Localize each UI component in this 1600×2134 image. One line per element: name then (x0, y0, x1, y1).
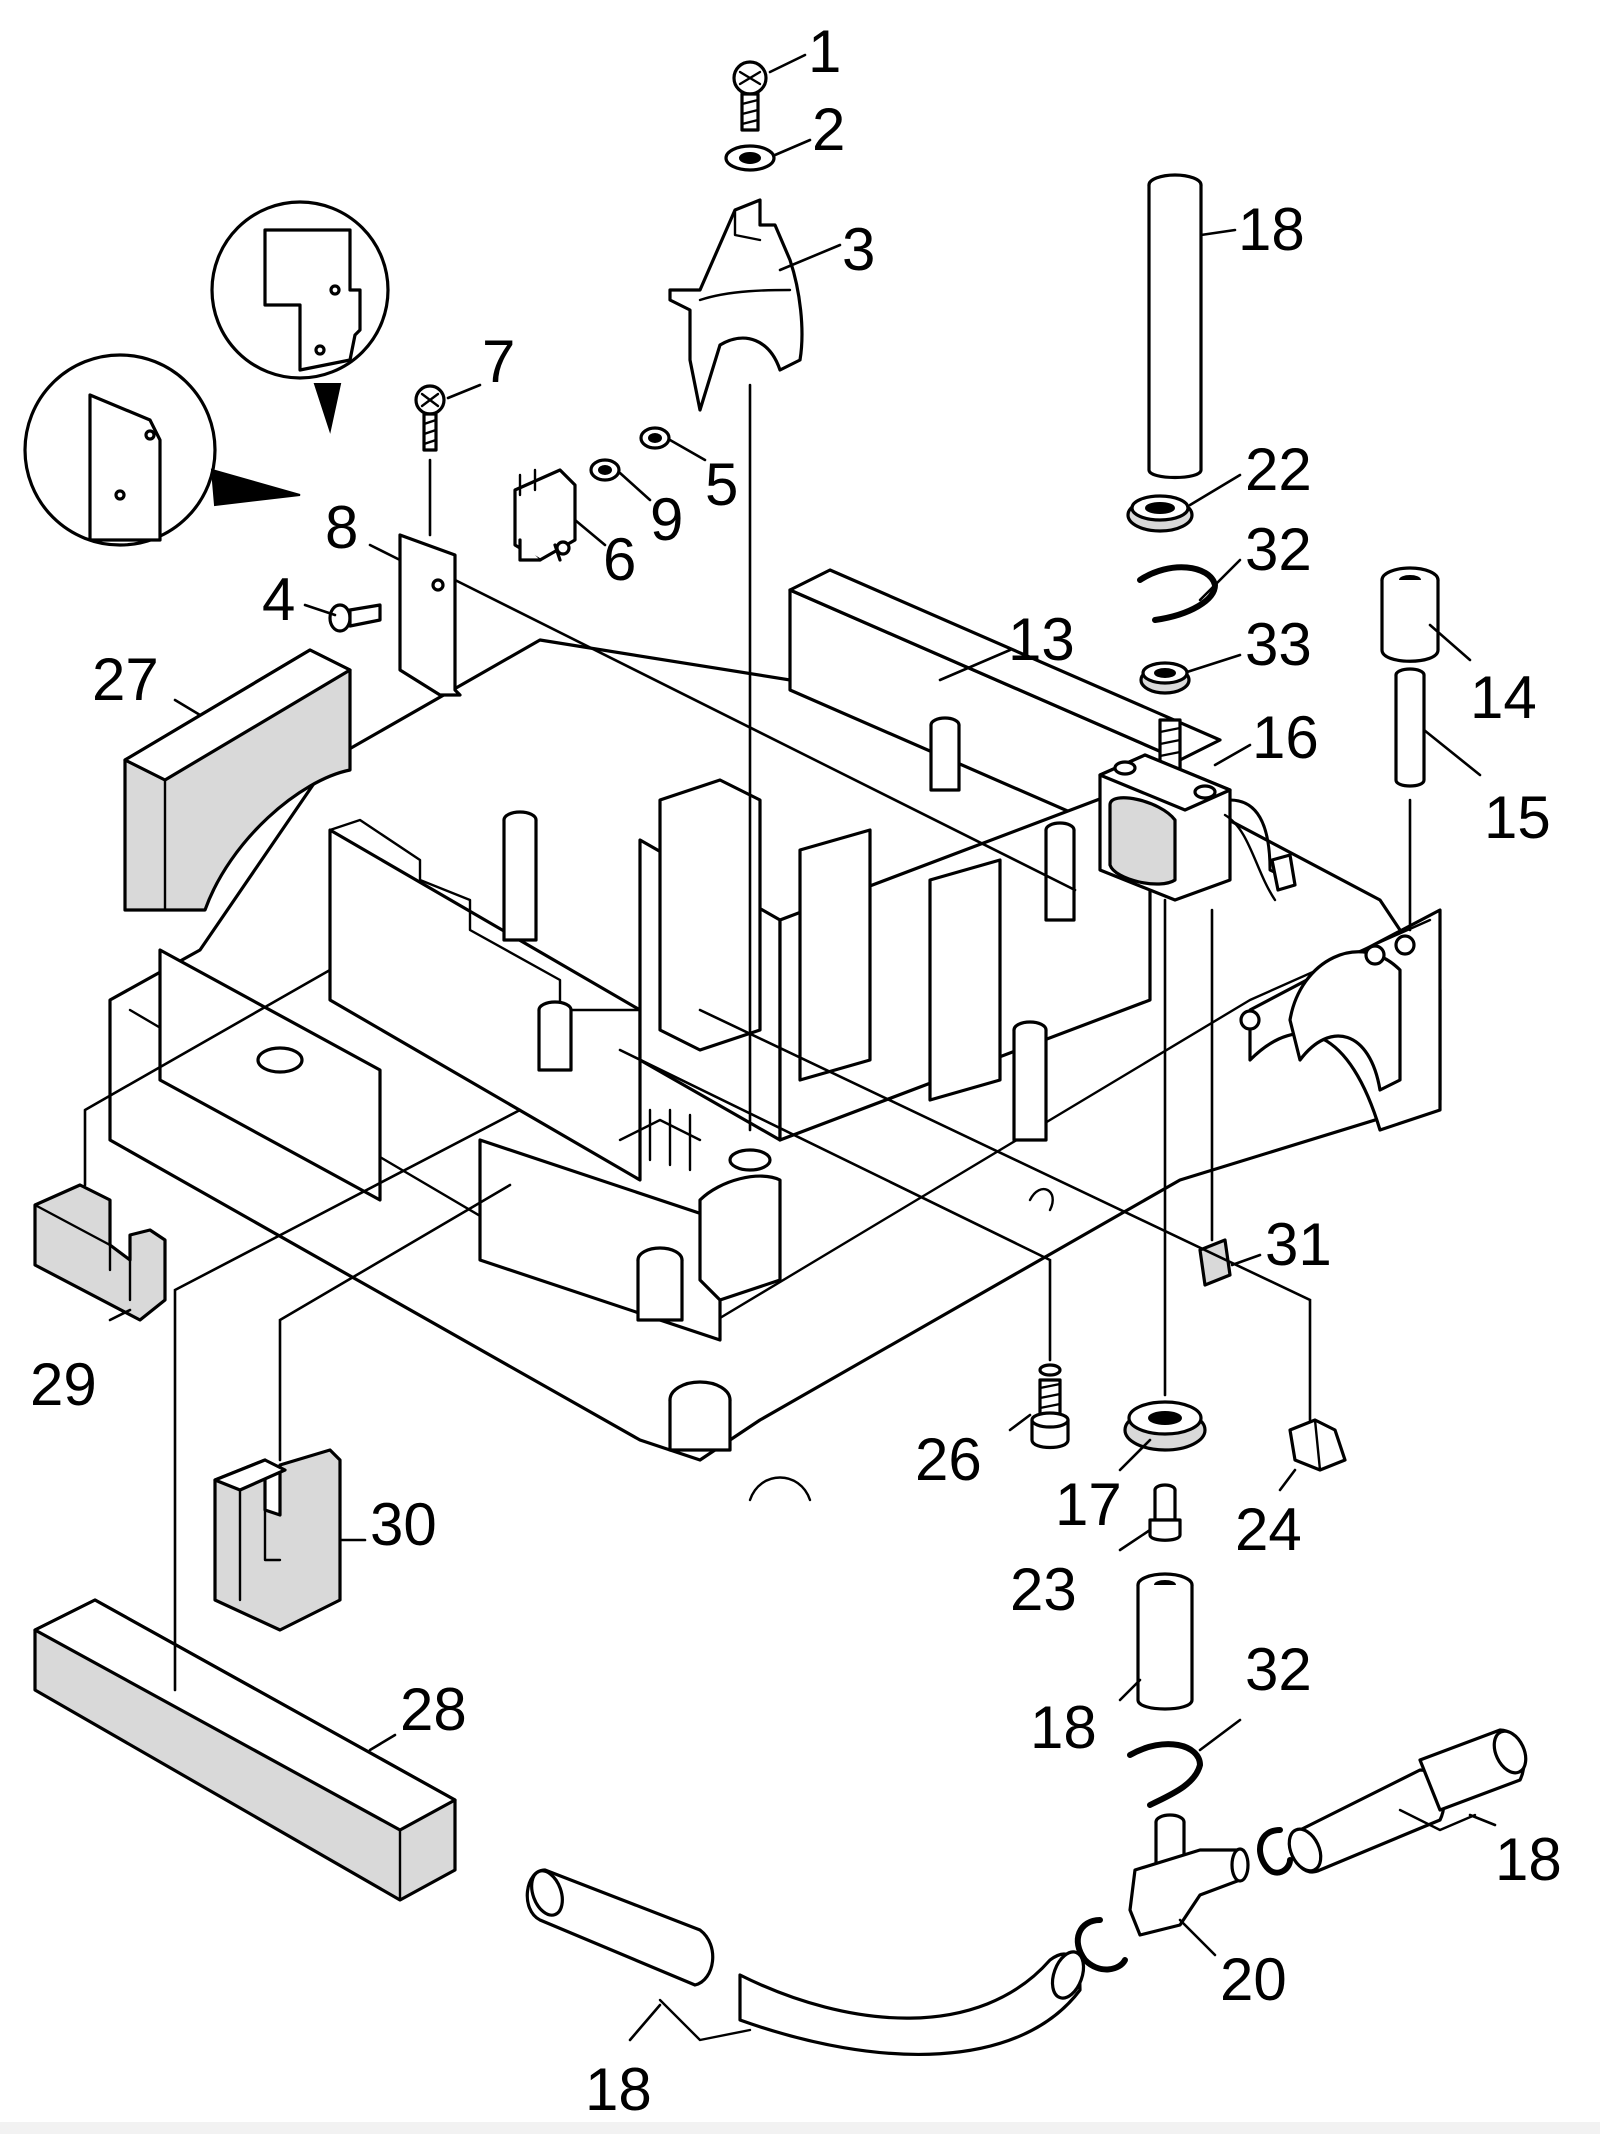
callout-2: 2 (812, 96, 845, 163)
screw-1 (732, 60, 768, 132)
callout-31: 31 (1265, 1211, 1332, 1278)
callout-29: 29 (30, 1351, 97, 1418)
callout-22: 22 (1245, 436, 1312, 503)
clip-24 (1288, 1418, 1347, 1472)
washer-9 (589, 458, 621, 482)
screw-7 (414, 384, 446, 452)
callout-17: 17 (1055, 1471, 1122, 1538)
t-connector-20 (1074, 1813, 1293, 1973)
callout-15: 15 (1484, 784, 1551, 851)
callout-3: 3 (842, 216, 875, 283)
washer-2 (724, 144, 776, 172)
bottom-edge-strip (0, 2122, 1600, 2134)
callout-32-top: 32 (1245, 516, 1312, 583)
bolt-26 (1030, 1363, 1070, 1450)
callout-30: 30 (370, 1491, 437, 1558)
foam-block-27 (123, 648, 352, 912)
microswitch-6 (513, 468, 577, 562)
sleeve-14 (1380, 566, 1440, 663)
callout-18-right: 18 (1495, 1826, 1562, 1893)
leader-lines (83, 53, 1497, 2042)
fitting-23 (1148, 1483, 1182, 1542)
callout-labels: 1 2 3 4 5 6 7 8 9 13 14 15 16 17 18 18 1… (30, 18, 1562, 2123)
hose-18-bottom (525, 1868, 1086, 2056)
foam-block-30 (213, 1448, 342, 1632)
bracket-3 (668, 198, 804, 412)
foam-block-29 (33, 1183, 167, 1322)
callout-7: 7 (482, 328, 515, 395)
clip-32-bottom (1127, 1741, 1203, 1808)
callout-18-short: 18 (1030, 1694, 1097, 1761)
pin-15 (1394, 667, 1426, 788)
callout-16: 16 (1252, 704, 1319, 771)
callout-6: 6 (603, 526, 636, 593)
callout-14: 14 (1470, 664, 1537, 731)
callout-18-bottom: 18 (585, 2056, 652, 2123)
callout-27: 27 (92, 646, 159, 713)
callout-18-top: 18 (1238, 196, 1305, 263)
callout-24: 24 (1235, 1496, 1302, 1563)
callout-9: 9 (650, 486, 683, 553)
callout-32-bottom: 32 (1245, 1636, 1312, 1703)
clip-32-top (1137, 564, 1218, 623)
callout-26: 26 (915, 1426, 982, 1493)
callout-33: 33 (1245, 611, 1312, 678)
insert-31 (1198, 1238, 1232, 1287)
callout-13: 13 (1008, 606, 1075, 673)
callout-28: 28 (400, 1676, 467, 1743)
callout-5: 5 (705, 451, 738, 518)
screw-4 (328, 603, 382, 633)
detail-circle-upper (210, 200, 390, 434)
callout-23: 23 (1010, 1556, 1077, 1623)
tube-18-short (1136, 1572, 1194, 1711)
callout-1: 1 (808, 18, 841, 85)
nut-5 (639, 426, 671, 450)
tube-18-top (1147, 173, 1203, 480)
pump-16 (1098, 718, 1297, 902)
plate-8 (398, 533, 462, 697)
detail-circle-lower (23, 353, 301, 547)
callout-4: 4 (262, 566, 295, 633)
hose-18-right (1287, 1728, 1528, 1874)
callout-8: 8 (325, 494, 358, 561)
grommet-17 (1123, 1400, 1207, 1452)
grommet-22 (1126, 494, 1194, 533)
ring-33 (1139, 661, 1191, 695)
foam-bar-28 (33, 1598, 457, 1902)
callout-20: 20 (1220, 1946, 1287, 2013)
